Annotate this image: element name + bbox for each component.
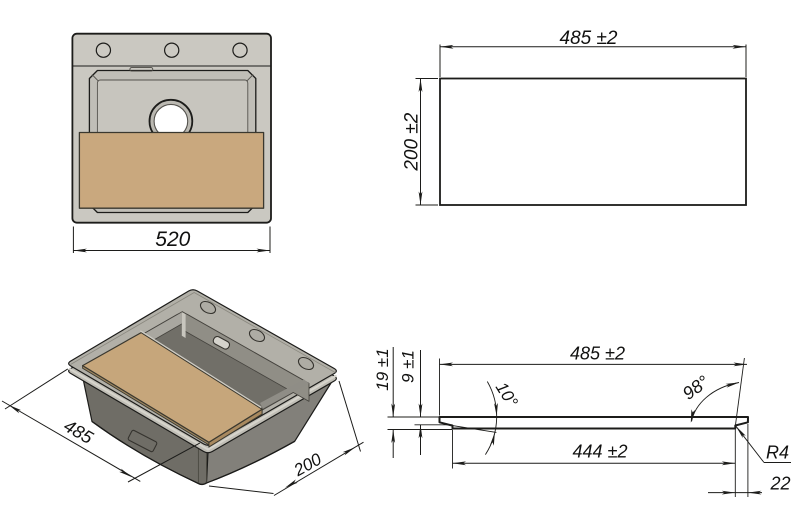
- svg-text:485 ±2: 485 ±2: [570, 344, 625, 364]
- svg-text:R4: R4: [766, 443, 789, 463]
- svg-text:200 ±2: 200 ±2: [402, 112, 423, 171]
- svg-text:19 ±1: 19 ±1: [373, 348, 392, 390]
- svg-text:9 ±1: 9 ±1: [399, 350, 418, 383]
- svg-text:520: 520: [155, 228, 190, 251]
- svg-text:444 ±2: 444 ±2: [573, 442, 628, 462]
- svg-text:22: 22: [769, 474, 790, 494]
- svg-text:485 ±2: 485 ±2: [560, 28, 618, 49]
